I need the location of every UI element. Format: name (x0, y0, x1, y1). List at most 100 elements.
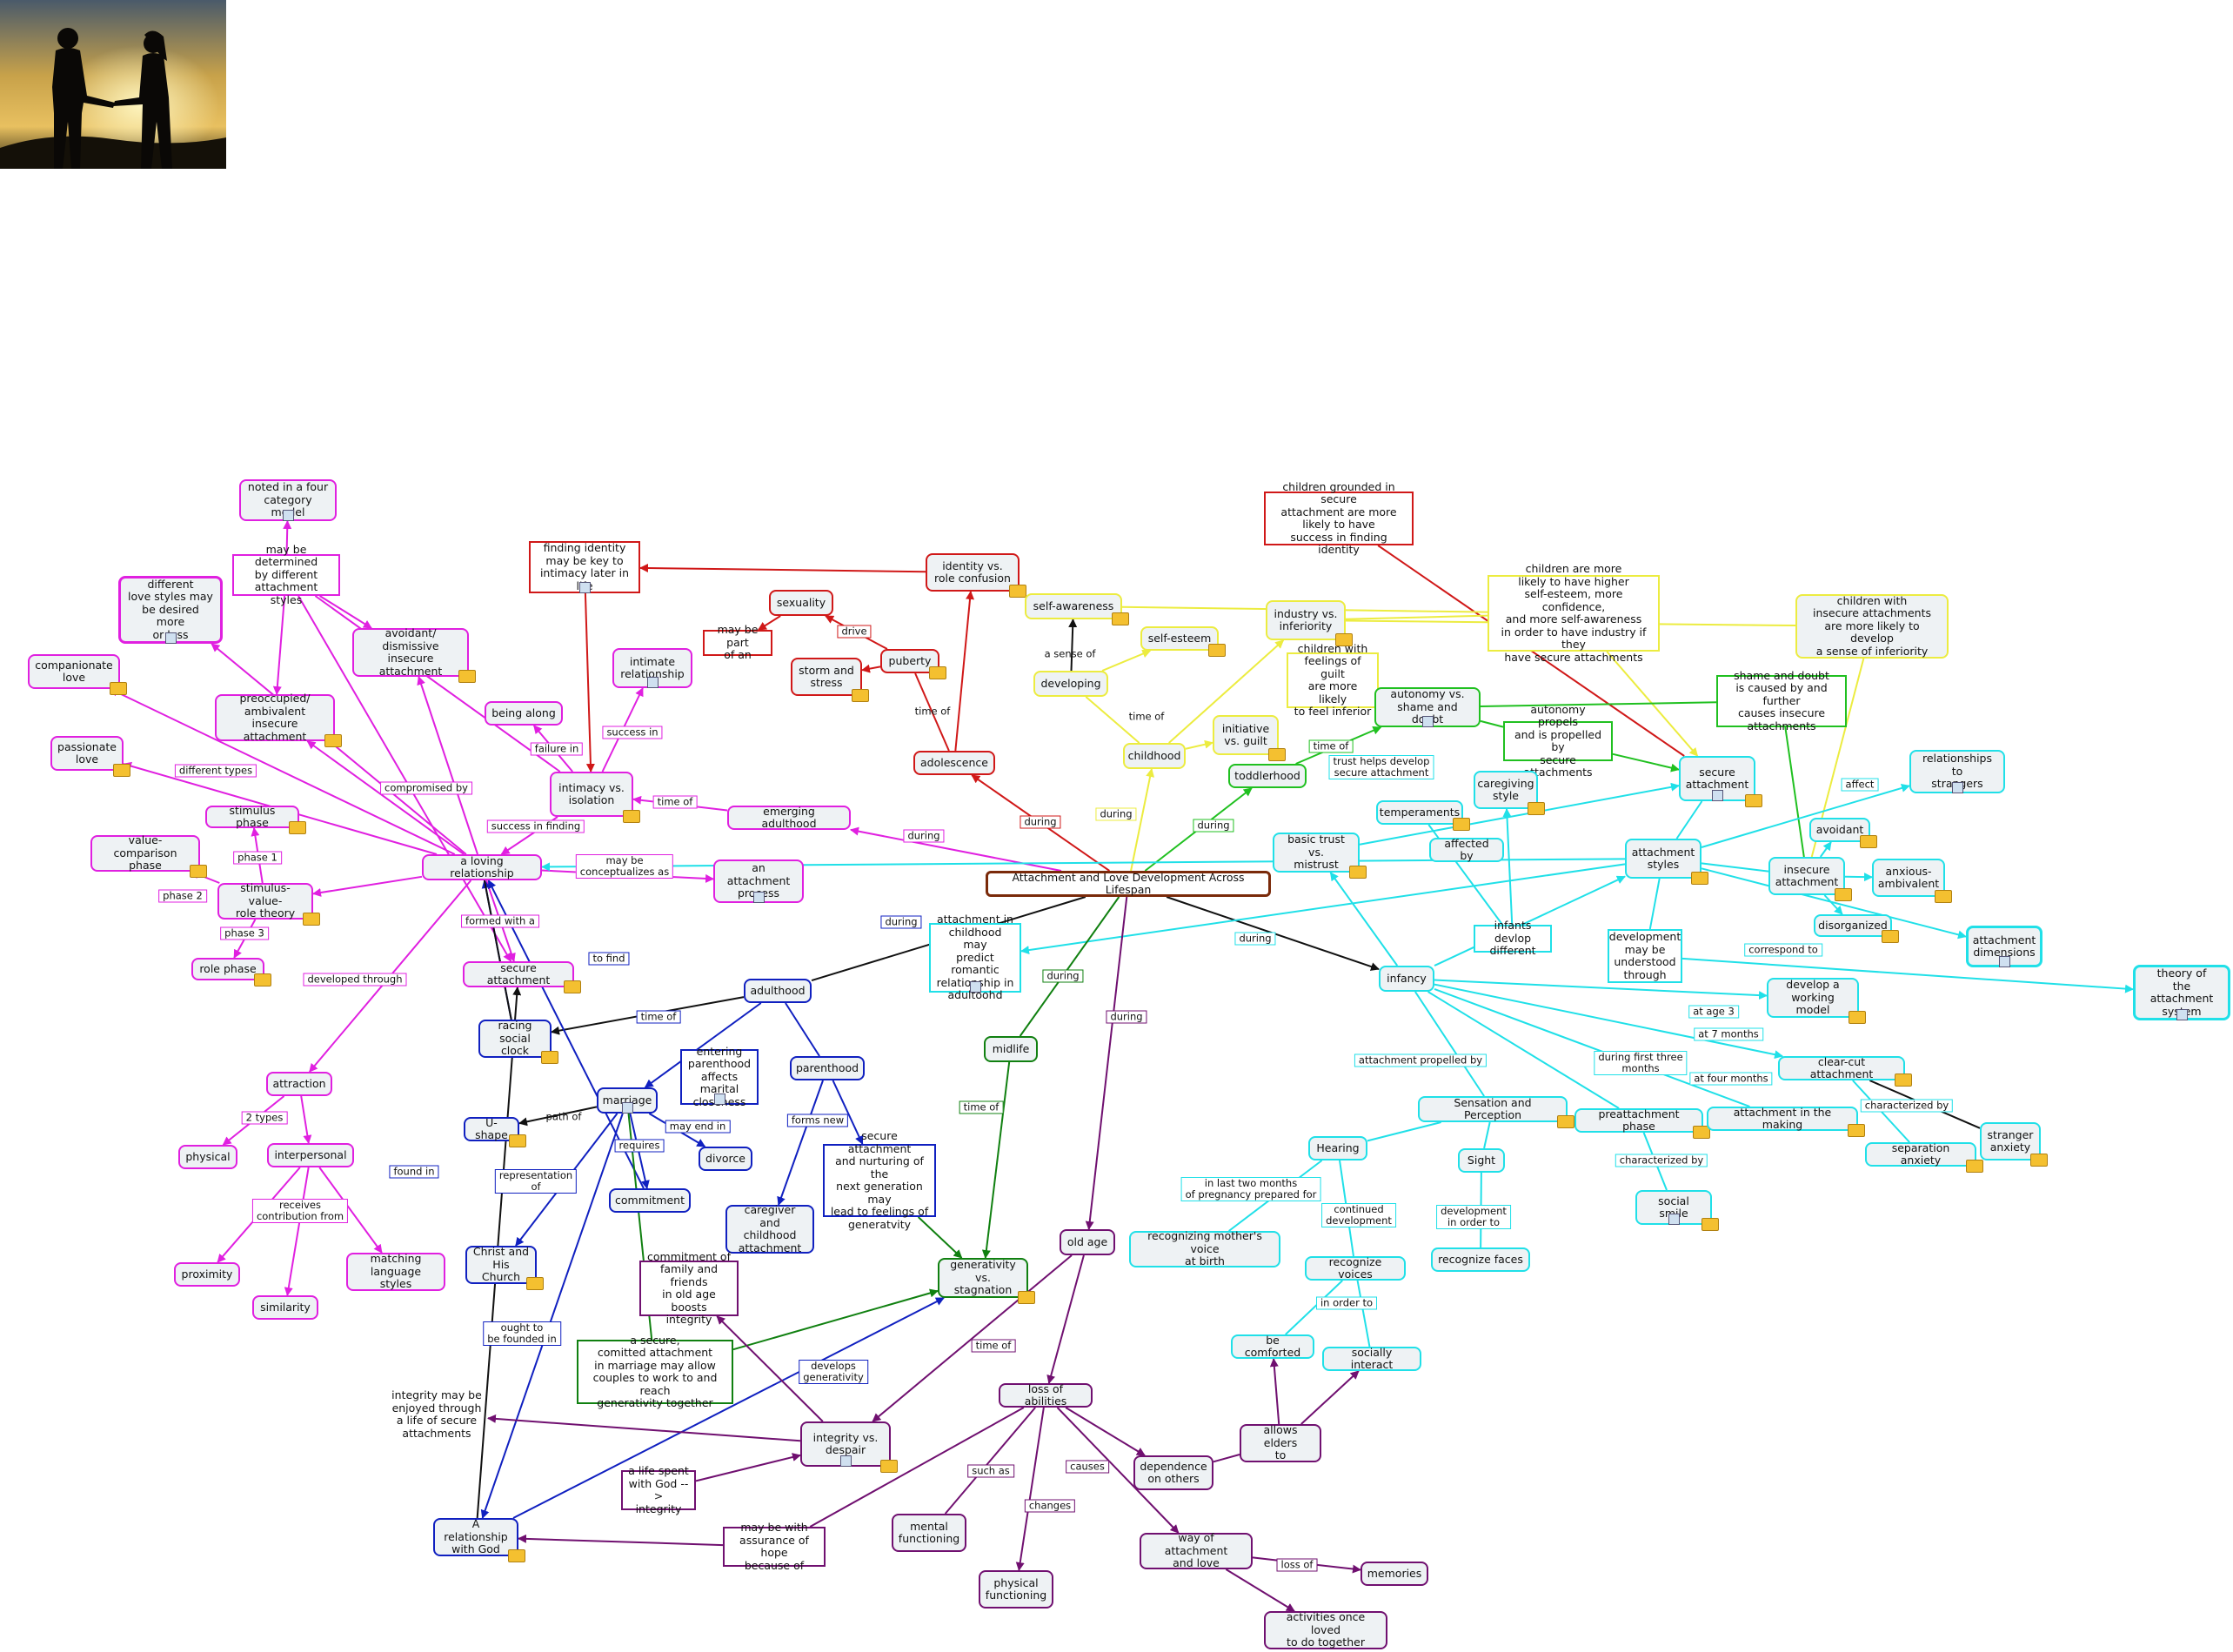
attachment-files-icon[interactable] (2030, 1154, 2048, 1167)
concept-node-childinsec[interactable]: children with insecure attachments are m… (1795, 594, 1949, 659)
concept-node-asecure[interactable]: a secure, comitted attachment in marriag… (577, 1340, 733, 1404)
attachment-files-icon[interactable] (1349, 866, 1367, 879)
resource-image-icon[interactable] (714, 1094, 725, 1105)
concept-node-similarity[interactable]: similarity (252, 1295, 318, 1320)
concept-node-devunder[interactable]: development may be understood through (1608, 929, 1682, 983)
attachment-files-icon[interactable] (1966, 1160, 1983, 1173)
resource-image-icon[interactable] (1422, 716, 1434, 727)
concept-node-socially[interactable]: socially interact (1322, 1347, 1421, 1371)
concept-node-clearcut[interactable]: clear-cut attachment (1778, 1056, 1905, 1080)
concept-node-intiso[interactable]: intimacy vs. isolation (550, 772, 633, 817)
concept-node-attstyles[interactable]: attachment styles (1625, 839, 1701, 879)
resource-image-icon[interactable] (970, 981, 981, 993)
concept-node-toddler[interactable]: toddlerhood (1228, 764, 1307, 788)
attachment-files-icon[interactable] (623, 810, 640, 823)
attachment-files-icon[interactable] (1745, 794, 1762, 807)
resource-image-icon[interactable] (753, 892, 765, 903)
concept-node-proximity[interactable]: proximity (174, 1262, 240, 1287)
attachment-files-icon[interactable] (1935, 890, 1952, 903)
concept-node-selfesteem[interactable]: self-esteem (1140, 626, 1219, 651)
concept-node-oldage[interactable]: old age (1060, 1229, 1115, 1255)
concept-node-childhood[interactable]: childhood (1123, 743, 1186, 769)
resource-image-icon[interactable] (1668, 1214, 1680, 1225)
concept-node-compan[interactable]: companionate love (28, 654, 120, 689)
attachment-files-icon[interactable] (324, 734, 342, 747)
concept-node-affectedby[interactable]: affected by (1429, 838, 1504, 862)
concept-node-generativity[interactable]: generativity vs. stagnation (938, 1258, 1028, 1298)
concept-node-avoid_dis[interactable]: avoidant/ dismissive insecure attachment (352, 628, 469, 677)
attachment-files-icon[interactable] (1849, 1011, 1866, 1024)
concept-node-recfaces[interactable]: recognize faces (1431, 1247, 1530, 1272)
concept-node-hearing[interactable]: Hearing (1308, 1136, 1367, 1160)
attachment-files-icon[interactable] (1701, 1218, 1719, 1231)
concept-node-maybepart[interactable]: may be part of an (703, 630, 772, 656)
resource-image-icon[interactable] (647, 677, 659, 688)
concept-node-maydet[interactable]: may be determined by different attachmen… (232, 554, 340, 596)
attachment-files-icon[interactable] (458, 670, 476, 683)
concept-node-preatt[interactable]: preattachment phase (1574, 1108, 1703, 1133)
concept-node-root[interactable]: Attachment and Love Development Across L… (986, 871, 1271, 897)
concept-node-workingmodel[interactable]: develop a working model (1767, 978, 1859, 1018)
concept-node-developing[interactable]: developing (1033, 671, 1108, 697)
attachment-files-icon[interactable] (110, 682, 127, 695)
concept-node-physical[interactable]: physical (178, 1145, 237, 1169)
resource-image-icon[interactable] (1952, 782, 1963, 793)
concept-node-recmother[interactable]: recognizing mother's voice at birth (1129, 1231, 1280, 1267)
attachment-files-icon[interactable] (1268, 748, 1286, 761)
concept-node-memories[interactable]: memories (1361, 1562, 1428, 1586)
concept-node-recvoices[interactable]: recognize voices (1305, 1256, 1406, 1281)
concept-node-attmaking[interactable]: attachment in the making (1707, 1107, 1858, 1131)
attachment-files-icon[interactable] (113, 764, 130, 777)
resource-image-icon[interactable] (1999, 956, 2010, 967)
concept-node-loving[interactable]: a loving relationship (422, 854, 542, 880)
concept-node-wayatt[interactable]: way of attachment and love (1140, 1533, 1253, 1569)
concept-node-allowselders[interactable]: allows elders to (1240, 1424, 1321, 1462)
attachment-files-icon[interactable] (190, 865, 207, 878)
concept-node-insecatt[interactable]: insecure attachment (1768, 857, 1845, 895)
concept-node-emerg[interactable]: emerging adulthood (727, 806, 851, 830)
concept-node-sight[interactable]: Sight (1458, 1148, 1505, 1173)
attachment-files-icon[interactable] (929, 666, 946, 679)
resource-image-icon[interactable] (165, 632, 177, 644)
concept-node-lifespent[interactable]: a life spent with God --> integrity (621, 1470, 696, 1510)
resource-image-icon[interactable] (840, 1455, 852, 1467)
attachment-files-icon[interactable] (1453, 818, 1470, 831)
resource-image-icon[interactable] (2176, 1009, 2188, 1020)
concept-node-secatt_p[interactable]: secure attachment (463, 961, 574, 987)
attachment-files-icon[interactable] (508, 1549, 525, 1562)
concept-node-childguilt[interactable]: children with feelings of guilt are more… (1287, 652, 1379, 708)
concept-node-identity[interactable]: identity vs. role confusion (926, 553, 1020, 592)
concept-node-integenjoy[interactable]: integrity may be enjoyed through a life … (385, 1387, 488, 1442)
concept-node-adolescence[interactable]: adolescence (913, 751, 995, 775)
attachment-files-icon[interactable] (1557, 1115, 1574, 1128)
attachment-files-icon[interactable] (1860, 835, 1877, 848)
concept-node-selfaware[interactable]: self-awareness (1025, 593, 1122, 619)
resource-image-icon[interactable] (579, 582, 591, 593)
attachment-files-icon[interactable] (880, 1460, 898, 1473)
attachment-files-icon[interactable] (564, 980, 581, 993)
attachment-files-icon[interactable] (303, 913, 320, 926)
concept-node-svr[interactable]: stimulus-value- role theory (217, 883, 313, 920)
concept-node-beingalong[interactable]: being along (485, 701, 563, 726)
attachment-files-icon[interactable] (526, 1277, 544, 1290)
attachment-files-icon[interactable] (1009, 585, 1026, 598)
concept-node-mental[interactable]: mental functioning (892, 1514, 966, 1552)
concept-node-secnurture[interactable]: secure attachment and nurturing of the n… (823, 1144, 936, 1217)
concept-node-midlife[interactable]: midlife (984, 1036, 1038, 1062)
concept-node-temperaments[interactable]: temperaments (1376, 800, 1463, 825)
concept-node-lossabil[interactable]: loss of abilities (999, 1383, 1093, 1408)
attachment-files-icon[interactable] (1112, 612, 1129, 625)
attachment-files-icon[interactable] (1895, 1073, 1912, 1087)
concept-node-adulthood[interactable]: adulthood (744, 979, 812, 1003)
attachment-files-icon[interactable] (1848, 1124, 1865, 1137)
resource-image-icon[interactable] (283, 510, 294, 521)
concept-node-basictrust[interactable]: basic trust vs. mistrust (1273, 833, 1360, 873)
resource-image-icon[interactable] (1712, 790, 1723, 801)
concept-node-infdevlop[interactable]: infants devlop different (1474, 925, 1552, 953)
concept-node-arelgod[interactable]: A relationship with God (433, 1518, 518, 1556)
concept-node-physfunc[interactable]: physical functioning (979, 1570, 1053, 1609)
concept-node-interpers[interactable]: interpersonal (267, 1143, 354, 1167)
attachment-files-icon[interactable] (254, 973, 271, 987)
concept-node-parenthood[interactable]: parenthood (790, 1056, 865, 1080)
concept-node-mayassur[interactable]: may be with assurance of hope because of (723, 1527, 826, 1567)
